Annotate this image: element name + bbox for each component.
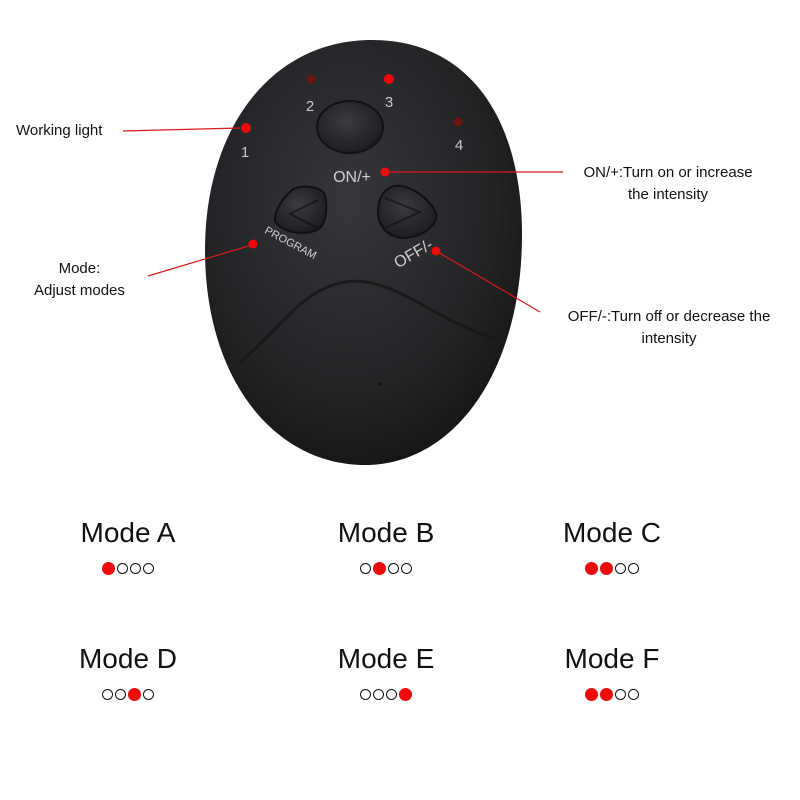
mode-e: Mode E — [316, 643, 456, 701]
mode-dot-unlit — [360, 563, 371, 574]
mode-b: Mode B — [316, 517, 456, 575]
mode-dot-unlit — [143, 689, 154, 700]
mode-e-title: Mode E — [337, 643, 435, 674]
off-callout: OFF/-:Turn off or decrease the intensity — [544, 306, 794, 350]
light-number-3: 3 — [385, 94, 393, 111]
light-number-2: 2 — [306, 98, 314, 115]
indicator-light-1 — [241, 123, 251, 133]
mode-c-dots — [542, 562, 682, 575]
mode-d-dots — [58, 688, 198, 701]
device-small-mark — [378, 382, 382, 386]
mode-callout-line2: Adjust modes — [34, 282, 125, 299]
mode-dot-unlit — [615, 689, 626, 700]
mode-f: Mode F — [542, 643, 682, 701]
device-illustration: 1 2 3 4 ON/+ OFF/- PROGRAM — [122, 40, 563, 465]
mode-dot-unlit — [615, 563, 626, 574]
program-arrow-icon — [287, 199, 319, 229]
working-light-text: Working light — [16, 122, 103, 139]
on-callout: ON/+:Turn on or increase the intensity — [566, 162, 770, 206]
mode-dot-unlit — [388, 563, 399, 574]
mode-f-title: Mode F — [564, 643, 660, 674]
mode-dot-unlit — [143, 563, 154, 574]
off-callout-line2: intensity — [641, 330, 697, 347]
mode-c: Mode C — [542, 517, 682, 575]
mode-dot-unlit — [115, 689, 126, 700]
mode-dot-unlit — [117, 563, 128, 574]
mode-e-dots — [316, 688, 456, 701]
mode-callout-line1: Mode: — [58, 260, 101, 277]
indicator-light-2 — [306, 74, 316, 84]
mode-dot-unlit — [102, 689, 113, 700]
callout-dot-on — [380, 167, 390, 177]
mode-dot-unlit — [628, 689, 639, 700]
mode-dot-unlit — [386, 689, 397, 700]
right-arrow-icon — [384, 197, 423, 229]
mode-dot-unlit — [401, 563, 412, 574]
mode-dot-lit — [600, 688, 613, 701]
on-button-label: ON/+ — [333, 169, 371, 186]
mode-b-dots — [316, 562, 456, 575]
indicator-light-3 — [384, 74, 394, 84]
device-lower-bulge — [239, 279, 501, 364]
mode-d-title: Mode D — [78, 643, 178, 674]
mode-dot-lit — [102, 562, 115, 575]
mode-dot-lit — [128, 688, 141, 701]
callout-line-mode — [147, 244, 253, 277]
on-callout-line1: ON/+:Turn on or increase — [583, 164, 753, 181]
working-light-callout: Working light — [16, 120, 102, 142]
mode-dot-lit — [600, 562, 613, 575]
mode-dot-lit — [399, 688, 412, 701]
off-callout-line1: OFF/-:Turn off or decrease the — [567, 308, 771, 325]
mode-dot-unlit — [628, 563, 639, 574]
mode-a-dots — [58, 562, 198, 575]
callout-line-working-light — [122, 127, 241, 132]
mode-f-dots — [542, 688, 682, 701]
light-number-1: 1 — [241, 144, 249, 161]
mode-dot-unlit — [130, 563, 141, 574]
mode-callout: Mode: Adjust modes — [34, 258, 125, 302]
callout-line-off — [435, 250, 541, 313]
mode-b-title: Mode B — [337, 517, 435, 548]
mode-dot-lit — [585, 688, 598, 701]
light-number-4: 4 — [455, 137, 463, 154]
callout-dot-off — [431, 246, 441, 256]
mode-dot-unlit — [360, 689, 371, 700]
indicator-light-4 — [453, 117, 463, 127]
mode-a: Mode A — [58, 517, 198, 575]
on-callout-line2: the intensity — [627, 186, 709, 203]
device-body — [205, 40, 522, 465]
mode-dot-lit — [585, 562, 598, 575]
mode-d: Mode D — [58, 643, 198, 701]
mode-a-title: Mode A — [80, 517, 176, 548]
mode-dot-lit — [373, 562, 386, 575]
callout-dot-program — [248, 239, 258, 249]
mode-dot-unlit — [373, 689, 384, 700]
top-center-button[interactable] — [316, 100, 384, 154]
mode-c-title: Mode C — [562, 517, 662, 548]
